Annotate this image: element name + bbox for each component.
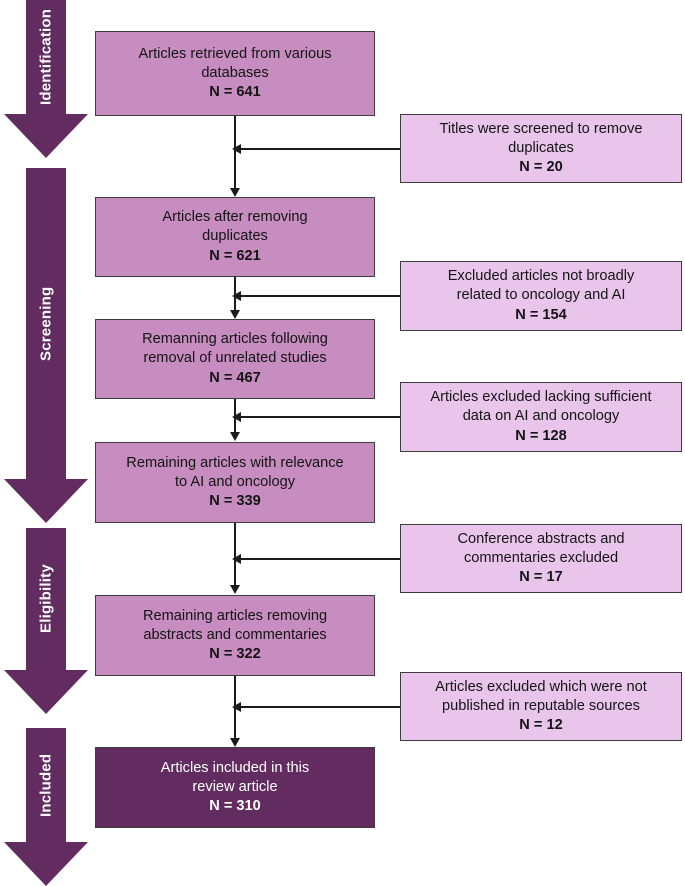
arrowhead-down-icon (229, 310, 240, 319)
node-line: Articles included in this (160, 759, 310, 776)
node-line: duplicates (202, 228, 268, 245)
node-line: Articles retrieved from various (138, 45, 332, 62)
node-count: N = 310 (209, 798, 261, 815)
connector-exclusion-lackingdata (237, 416, 401, 418)
node-count: N = 154 (515, 306, 567, 323)
node-line: Remanning articles following (142, 331, 328, 348)
node-count: N = 322 (209, 646, 261, 663)
node-articles-after-removing-duplicates: Articles after removing duplicates N = 6… (95, 197, 375, 277)
stage-arrow-head-icon (4, 670, 88, 714)
node-count: N = 641 (209, 84, 261, 101)
node-line: Excluded articles not broadly (447, 268, 635, 285)
arrowhead-down-icon (229, 738, 240, 747)
arrowhead-down-icon (229, 585, 240, 594)
node-line: Articles excluded lacking sufficient (430, 389, 652, 406)
node-articles-included: Articles included in this review article… (95, 747, 375, 828)
node-count: N = 467 (209, 369, 261, 386)
arrowhead-down-icon (229, 188, 240, 197)
node-line: data on AI and oncology (462, 408, 620, 425)
node-remaining-articles-with-relevance: Remaining articles with relevance to AI … (95, 442, 375, 523)
node-count: N = 339 (209, 493, 261, 510)
node-remaining-articles-removing-abstracts: Remaining articles removing abstracts an… (95, 595, 375, 676)
node-titles-screened-to-remove-duplicates: Titles were screened to remove duplicate… (400, 114, 682, 183)
connector-exclusion-notbroadly (237, 295, 401, 297)
node-line: review article (192, 778, 278, 795)
stage-arrow-shaft (26, 528, 66, 670)
node-conference-abstracts-excluded: Conference abstracts and commentaries ex… (400, 524, 682, 593)
arrowhead-left-icon (232, 701, 241, 712)
node-line: Remaining articles removing (142, 607, 328, 624)
node-line: Remaining articles with relevance (126, 454, 344, 471)
stage-arrow-head-icon (4, 842, 88, 886)
arrowhead-left-icon (232, 290, 241, 301)
node-count: N = 17 (519, 569, 563, 586)
node-line: Titles were screened to remove (439, 120, 643, 137)
node-count: N = 12 (519, 717, 563, 734)
node-line: Articles excluded which were not (435, 678, 647, 695)
node-line: removal of unrelated studies (143, 350, 327, 367)
arrowhead-left-icon (232, 411, 241, 422)
node-line: databases (201, 64, 269, 81)
stage-arrow-head-icon (4, 114, 88, 158)
stage-arrow-head-icon (4, 479, 88, 523)
node-line: related to oncology and AI (456, 287, 626, 304)
stage-arrow-shaft (26, 728, 66, 842)
node-count: N = 128 (515, 427, 567, 444)
node-count: N = 20 (519, 159, 563, 176)
arrowhead-down-icon (229, 432, 240, 441)
connector-exclusion-reputable (237, 706, 401, 708)
stage-arrow-screening: Screening (0, 168, 92, 523)
connector-exclusion-titles (237, 148, 401, 150)
node-excluded-lacking-sufficient-data: Articles excluded lacking sufficient dat… (400, 382, 682, 452)
stage-arrow-included: Included (0, 728, 92, 886)
node-line: commentaries excluded (463, 549, 619, 566)
node-line: Conference abstracts and (457, 530, 625, 547)
node-line: Articles after removing (162, 209, 308, 226)
node-excluded-not-reputable-sources: Articles excluded which were not publish… (400, 672, 682, 741)
connector-exclusion-abstracts (237, 558, 401, 560)
stage-arrow-shaft (26, 0, 66, 114)
stage-arrow-eligibility: Eligibility (0, 528, 92, 714)
node-line: abstracts and commentaries (143, 626, 327, 643)
node-remanning-articles-following-removal: Remanning articles following removal of … (95, 319, 375, 399)
arrowhead-left-icon (232, 553, 241, 564)
node-excluded-not-broadly-related: Excluded articles not broadly related to… (400, 261, 682, 331)
node-line: to AI and oncology (174, 473, 296, 490)
node-line: duplicates (508, 139, 574, 156)
stage-arrow-identification: Identification (0, 0, 92, 158)
arrowhead-left-icon (232, 143, 241, 154)
node-count: N = 621 (209, 247, 261, 264)
node-articles-retrieved: Articles retrieved from various database… (95, 31, 375, 116)
node-line: published in reputable sources (442, 697, 640, 714)
stage-arrow-shaft (26, 168, 66, 479)
